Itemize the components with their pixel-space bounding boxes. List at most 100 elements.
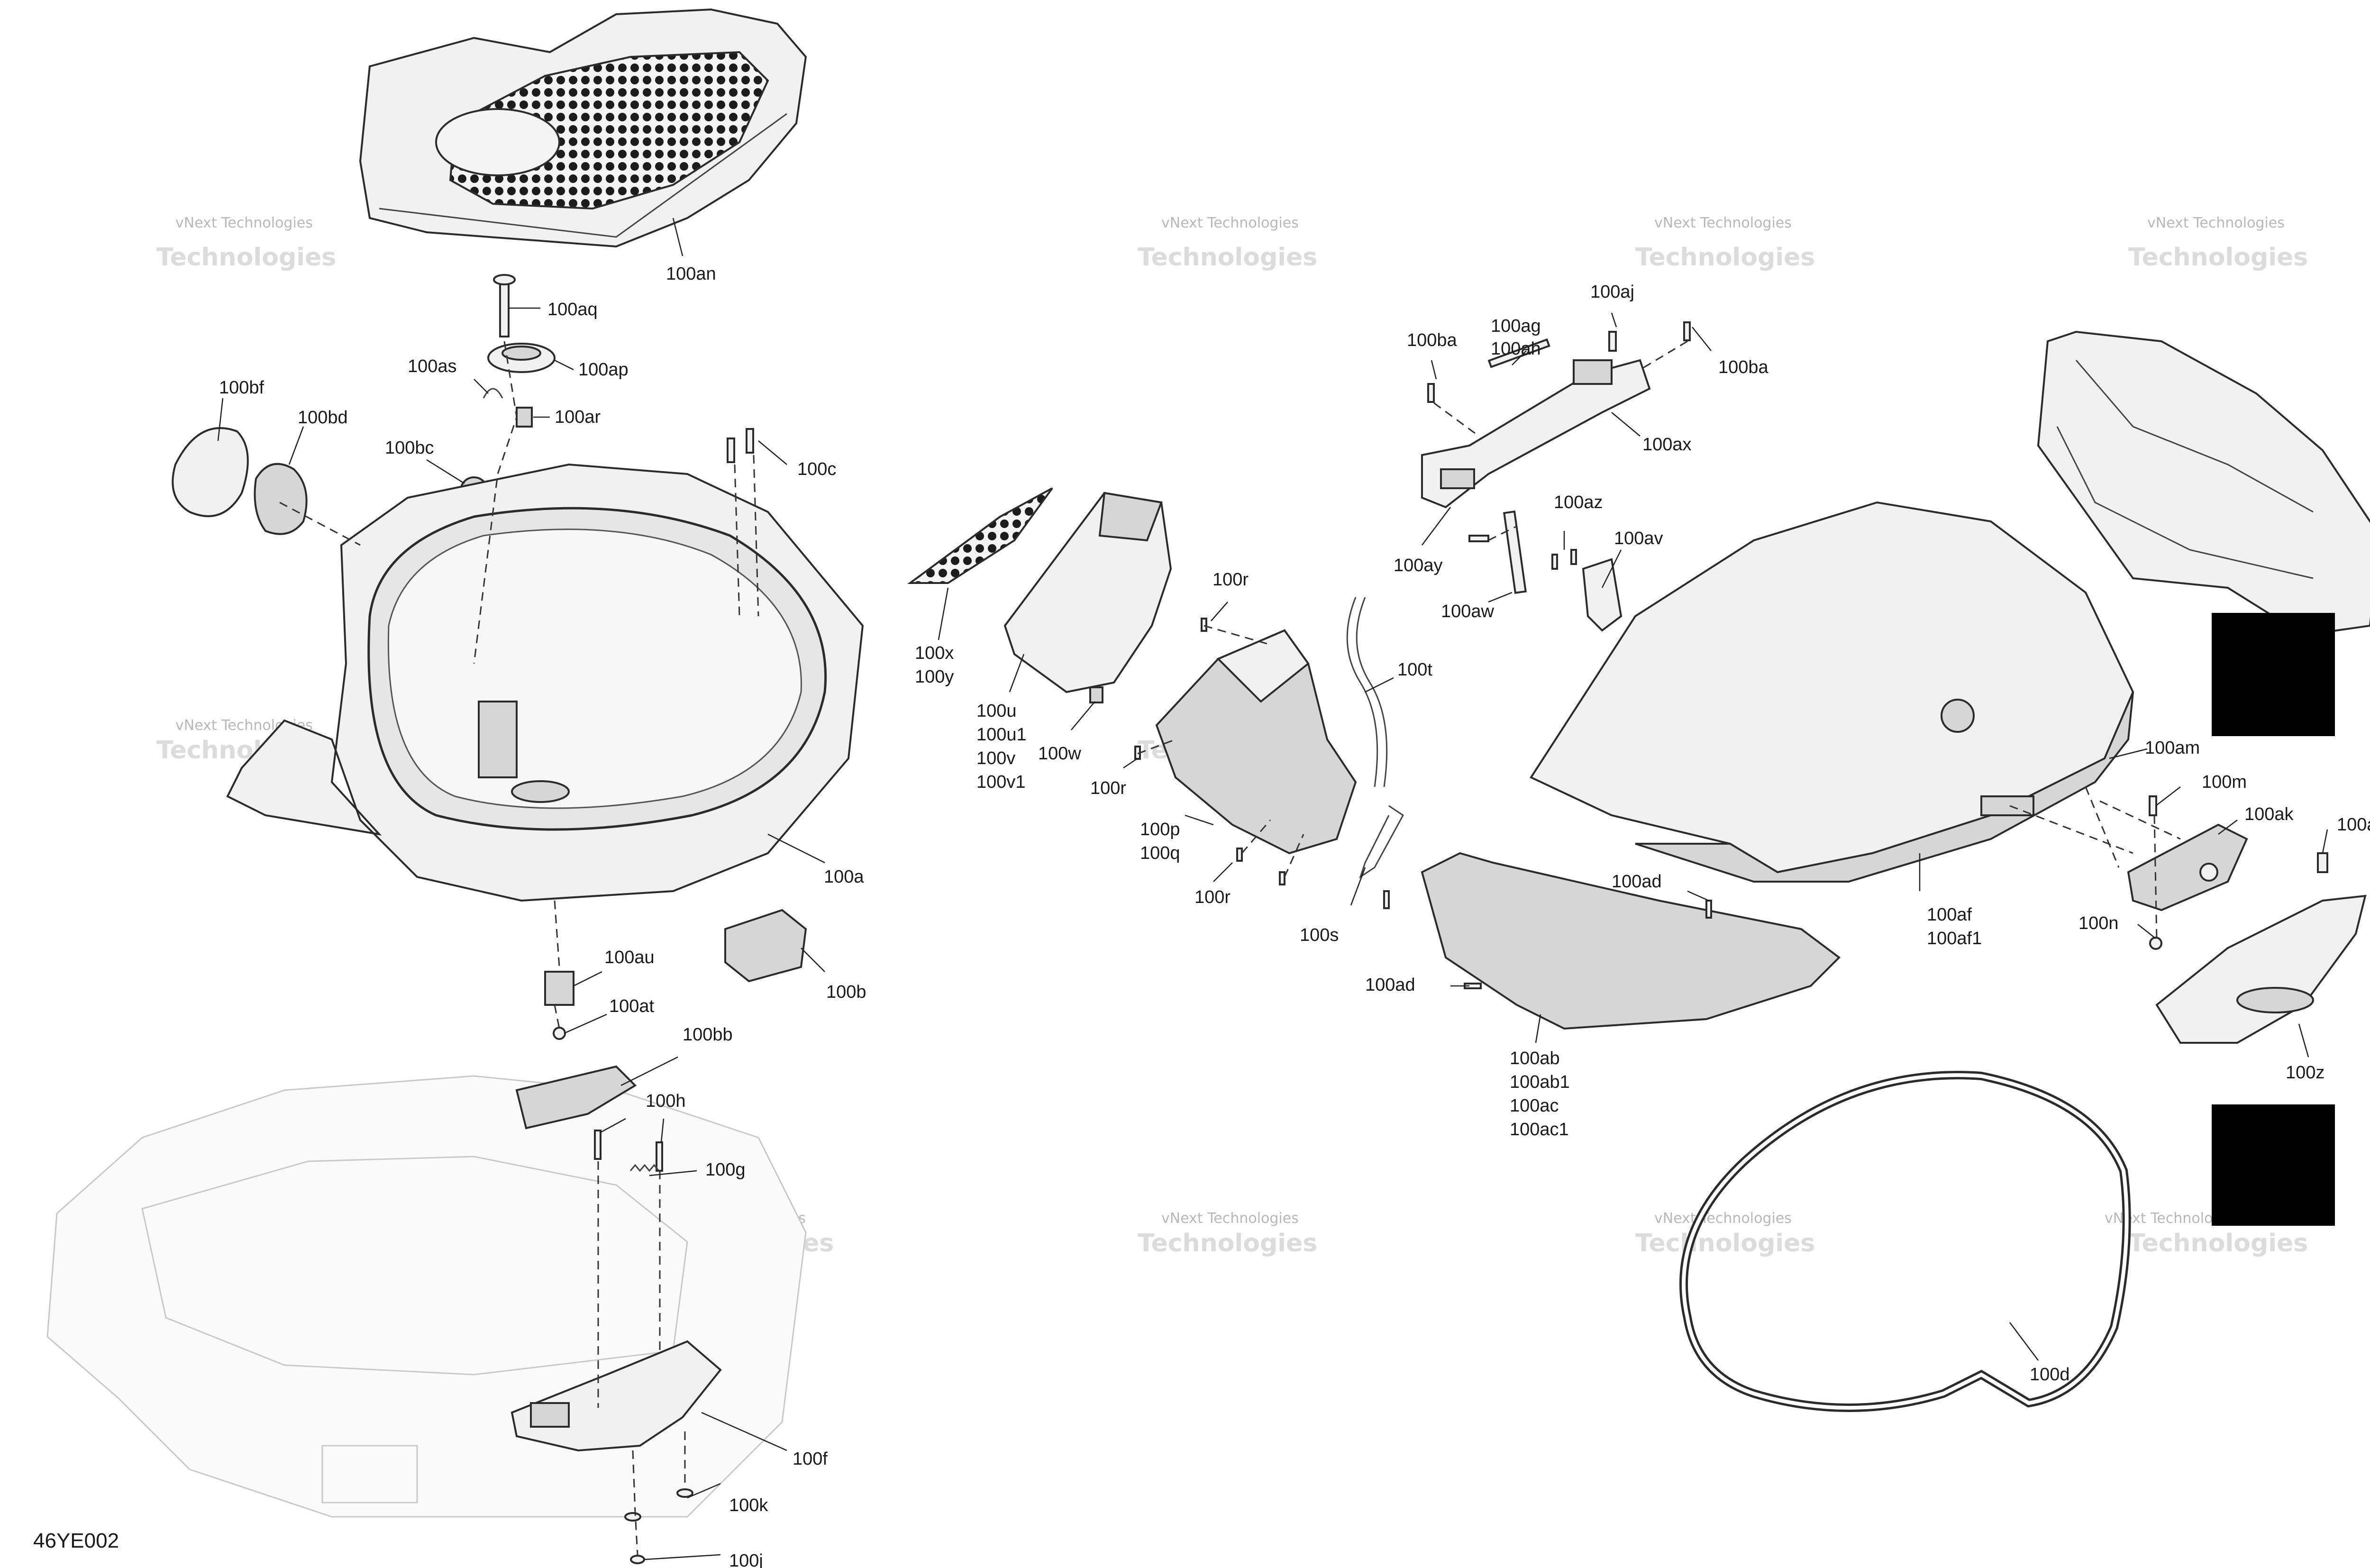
callout-100bf: 100bf <box>219 378 264 398</box>
part-100z-handle-cover <box>2155 894 2367 1044</box>
callout-100ab1: 100ab1 <box>1510 1072 1570 1092</box>
callout-100ac1: 100ac1 <box>1510 1120 1569 1140</box>
callout-100y: 100y <box>915 667 954 687</box>
svg-text:vNext Technologies: vNext Technologies <box>2147 215 2285 231</box>
callout-100ah: 100ah <box>1491 339 1541 359</box>
callout-100ap: 100ap <box>578 360 629 380</box>
callout-100af: 100af <box>1927 905 1972 925</box>
callout-100z: 100z <box>2286 1063 2324 1083</box>
svg-text:vNext Technologies: vNext Technologies <box>1654 215 1792 231</box>
redaction-block-top <box>2212 613 2335 736</box>
part-100c-screws <box>727 428 754 463</box>
callout-100ab: 100ab <box>1510 1048 1560 1068</box>
redaction-block-bottom <box>2212 1104 2335 1226</box>
part-100ar-spring <box>516 407 533 428</box>
callout-100aj: 100aj <box>1590 282 1634 302</box>
part-100ax-hinge-arm <box>1421 359 1651 509</box>
part-100s-bracket <box>1359 805 1404 879</box>
callout-100af1: 100af1 <box>1927 929 1982 948</box>
diagram-code: 46YE002 <box>33 1529 119 1552</box>
callout-100a: 100a <box>824 867 864 887</box>
part-100a-storage-bin <box>226 463 864 902</box>
part-100b-latch <box>724 909 807 983</box>
part-100x-vent-grille <box>907 487 1053 584</box>
callout-100ba-right: 100ba <box>1718 357 1769 377</box>
part-100an-storage-tray <box>359 8 807 248</box>
callout-100k: 100k <box>729 1495 768 1515</box>
callout-100t: 100t <box>1397 660 1432 680</box>
part-100aa-screw <box>2317 852 2328 873</box>
callout-100r-bot: 100r <box>1194 887 1231 907</box>
callout-100ak: 100ak <box>2244 804 2294 824</box>
callout-100w: 100w <box>1038 744 1081 764</box>
callout-100bd: 100bd <box>298 408 348 428</box>
part-100aw-strut <box>1503 511 1527 594</box>
part-100as-clip <box>483 388 503 399</box>
callout-100h: 100h <box>646 1091 686 1111</box>
callout-100as: 100as <box>408 356 457 376</box>
callout-100aq: 100aq <box>547 300 598 319</box>
callout-100av: 100av <box>1614 529 1663 548</box>
svg-text:vNext Technologies: vNext Technologies <box>1161 215 1299 231</box>
callout-100b: 100b <box>826 982 866 1002</box>
callout-100am: 100am <box>2145 738 2200 758</box>
svg-text:Technologies: Technologies <box>1138 243 1317 272</box>
callout-100an: 100an <box>666 264 716 284</box>
callout-100au: 100au <box>604 948 655 967</box>
svg-text:Technologies: Technologies <box>2128 1229 2308 1258</box>
callout-100aa: 100aa <box>2337 815 2370 835</box>
part-100az-screws <box>1551 549 1577 570</box>
part-100j-nut <box>630 1555 645 1564</box>
svg-text:vNext Technologies: vNext Technologies <box>175 215 313 231</box>
part-rear-hatch-frame <box>2037 330 2370 637</box>
callout-100g: 100g <box>705 1160 746 1180</box>
part-100af-lid <box>1530 501 2134 883</box>
callout-100m: 100m <box>2202 772 2247 792</box>
part-100w-clip <box>1089 686 1103 703</box>
callout-100j: 100j <box>729 1551 763 1568</box>
part-100u-duct <box>1003 492 1172 693</box>
svg-text:vNext Technologies: vNext Technologies <box>1654 1210 1792 1227</box>
callout-100s: 100s <box>1300 925 1339 945</box>
part-100d-seal <box>1679 1071 2131 1412</box>
callout-100x: 100x <box>915 643 954 663</box>
callout-100aw: 100aw <box>1441 602 1495 621</box>
callout-100f: 100f <box>793 1449 828 1469</box>
callout-100r-top: 100r <box>1212 570 1249 590</box>
callout-100az: 100az <box>1554 492 1603 512</box>
part-100k-washers <box>624 1488 693 1522</box>
ghost-vehicle-frame <box>46 1075 807 1518</box>
part-100n-nut <box>2149 937 2162 950</box>
part-100aj-screw <box>1608 331 1617 352</box>
callout-100q: 100q <box>1140 843 1180 863</box>
svg-text:Technologies: Technologies <box>1635 1229 1815 1258</box>
leader-lines <box>217 218 2328 1560</box>
callout-100bc: 100bc <box>385 438 434 458</box>
callout-100ag: 100ag <box>1491 316 1541 336</box>
part-100av-bracket <box>1582 558 1623 632</box>
callout-100p: 100p <box>1140 820 1180 839</box>
callout-labels: 100an 100aq 100as 100ap 100ar 100bf 100b… <box>33 264 2370 1568</box>
part-100t-strap <box>1346 597 1388 787</box>
part-100bf-cover <box>172 427 249 517</box>
svg-text:Technologies: Technologies <box>156 243 336 272</box>
callout-100r-mid: 100r <box>1090 778 1126 798</box>
part-100ba-screws <box>1427 321 1691 403</box>
callout-100ac: 100ac <box>1510 1096 1559 1116</box>
callout-100v: 100v <box>976 748 1015 768</box>
svg-text:Technologies: Technologies <box>1138 1229 1317 1258</box>
part-100p-air-box <box>1155 629 1357 855</box>
part-100g-spring <box>629 1164 660 1172</box>
callout-100bb: 100bb <box>683 1025 733 1045</box>
callout-100ay: 100ay <box>1394 556 1443 575</box>
callout-100u1: 100u1 <box>976 725 1027 745</box>
watermark: Technologies vNext Technologies <box>1138 215 1317 272</box>
part-100bb-bracket <box>515 1065 637 1130</box>
watermark: Technologies vNext Technologies <box>1635 1210 1815 1258</box>
callout-100ar: 100ar <box>555 407 601 427</box>
part-100bd-housing <box>254 463 308 535</box>
part-100aq-screw <box>493 274 516 337</box>
part-100ak-handle-latch <box>2127 823 2248 912</box>
